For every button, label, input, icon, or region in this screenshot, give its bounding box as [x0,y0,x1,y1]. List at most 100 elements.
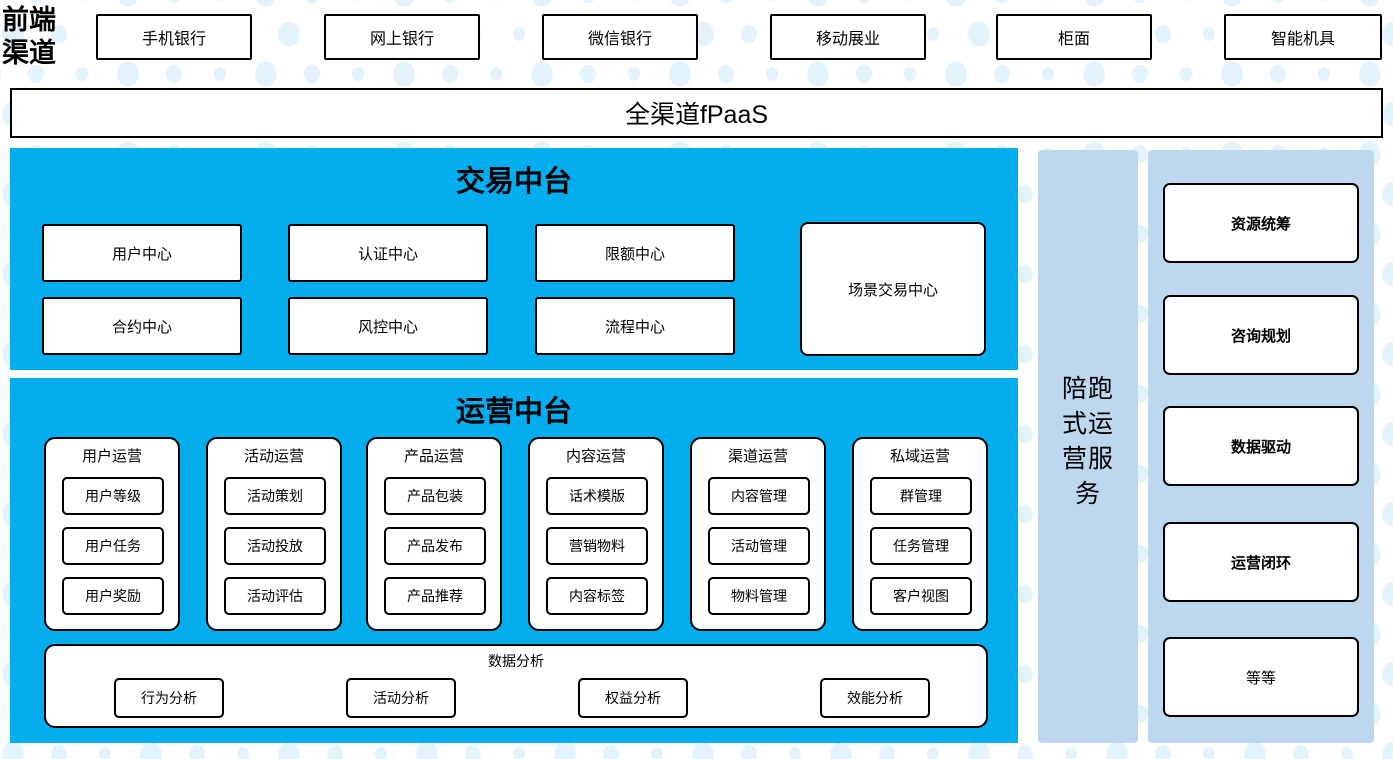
channel-box-mobile-business[interactable]: 移动展业 [770,14,926,60]
operation-item[interactable]: 内容标签 [546,577,648,615]
operation-item[interactable]: 活动管理 [708,527,810,565]
data-analysis-item[interactable]: 行为分析 [114,678,224,718]
operation-item[interactable]: 用户等级 [62,477,164,515]
operation-group-title: 私域运营 [889,448,950,465]
operation-group-title: 渠道运营 [727,448,788,465]
capability-label: 资源统筹 [1230,215,1291,233]
operation-group-title: 活动运营 [243,448,304,465]
operation-item[interactable]: 任务管理 [870,527,972,565]
operation-item-label: 物料管理 [731,588,787,604]
operation-item[interactable]: 活动投放 [224,527,326,565]
operation-item-label: 用户奖励 [85,588,141,604]
channel-label: 网上银行 [369,31,434,48]
operation-item-label: 营销物料 [569,538,625,554]
operation-item-label: 活动策划 [247,488,303,504]
channel-label: 柜面 [1057,31,1090,48]
channel-label: 移动展业 [815,31,880,48]
operation-center-title: 运营中台 [455,396,572,428]
channel-box-smart-machine[interactable]: 智能机具 [1224,14,1382,60]
operation-item[interactable]: 产品推荐 [384,577,486,615]
module-label: 流程中心 [604,318,665,336]
accompanying-service-label: 陪跑 式运 营服 务 [1038,372,1138,512]
operation-item-label: 客户视图 [893,588,949,604]
frontend-channel-label-line1: 前端 [2,5,56,35]
channel-label: 微信银行 [587,31,652,48]
data-analysis-item-label: 效能分析 [847,690,903,706]
module-label: 限额中心 [604,245,665,263]
data-analysis-card: 数据分析 行为分析 活动分析 权益分析 效能分析 [44,644,988,728]
service-label-line: 营服 [1061,445,1114,473]
operation-item[interactable]: 物料管理 [708,577,810,615]
operation-item-label: 用户任务 [85,538,141,554]
frontend-channel-label: 前端 渠道 [2,2,88,72]
module-label: 风控中心 [357,318,418,336]
operation-item[interactable]: 话术模版 [546,477,648,515]
operation-group-title: 内容运营 [565,448,626,465]
transaction-center-title: 交易中台 [455,166,572,198]
channel-box-online-bank[interactable]: 网上银行 [324,14,480,60]
transaction-module-risk-center[interactable]: 风控中心 [288,297,488,355]
channel-box-mobile-bank[interactable]: 手机银行 [96,14,252,60]
operation-item-label: 产品发布 [407,538,463,554]
capability-label: 运营闭环 [1230,554,1291,572]
channel-label: 智能机具 [1270,31,1335,48]
transaction-module-limit-center[interactable]: 限额中心 [535,224,735,282]
transaction-module-contract-center[interactable]: 合约中心 [42,297,242,355]
operation-item-label: 产品推荐 [407,588,463,604]
capability-label: 等等 [1245,669,1276,687]
operation-group-activity: 活动运营 活动策划 活动投放 活动评估 [206,437,342,631]
transaction-module-process-center[interactable]: 流程中心 [535,297,735,355]
operation-item-label: 话术模版 [569,488,625,504]
data-analysis-item[interactable]: 权益分析 [578,678,688,718]
operation-item[interactable]: 产品发布 [384,527,486,565]
operation-group-user: 用户运营 用户等级 用户任务 用户奖励 [44,437,180,631]
data-analysis-item-label: 活动分析 [373,690,429,706]
omnichannel-fpaas-bar[interactable]: 全渠道fPaaS [10,88,1383,138]
capability-box-data-driven[interactable]: 数据驱动 [1163,406,1359,486]
data-analysis-item[interactable]: 效能分析 [820,678,930,718]
service-label-line: 式运 [1061,410,1114,438]
module-label: 场景交易中心 [847,281,938,299]
operation-item-label: 任务管理 [893,538,949,554]
channel-label: 手机银行 [141,31,206,48]
operation-item[interactable]: 产品包装 [384,477,486,515]
capability-box-etc[interactable]: 等等 [1163,637,1359,717]
operation-group-product: 产品运营 产品包装 产品发布 产品推荐 [366,437,502,631]
service-label-line: 陪跑 [1061,375,1114,403]
transaction-module-scene-center[interactable]: 场景交易中心 [800,222,986,356]
capability-box-consulting-planning[interactable]: 咨询规划 [1163,295,1359,375]
operation-item[interactable]: 活动评估 [224,577,326,615]
data-analysis-item-label: 权益分析 [605,690,661,706]
operation-item[interactable]: 用户奖励 [62,577,164,615]
data-analysis-item[interactable]: 活动分析 [346,678,456,718]
data-analysis-item-label: 行为分析 [141,690,197,706]
operation-item[interactable]: 营销物料 [546,527,648,565]
operation-item[interactable]: 活动策划 [224,477,326,515]
transaction-module-auth-center[interactable]: 认证中心 [288,224,488,282]
capability-label: 数据驱动 [1230,438,1291,456]
operation-group-title: 产品运营 [403,448,464,465]
operation-group-channel: 渠道运营 内容管理 活动管理 物料管理 [690,437,826,631]
operation-item[interactable]: 客户视图 [870,577,972,615]
fpaas-label: 全渠道fPaaS [624,101,769,129]
operation-item-label: 群管理 [900,488,942,504]
operation-item-label: 内容管理 [731,488,787,504]
module-label: 认证中心 [357,245,418,263]
operation-item[interactable]: 内容管理 [708,477,810,515]
transaction-module-user-center[interactable]: 用户中心 [42,224,242,282]
operation-group-content: 内容运营 话术模版 营销物料 内容标签 [528,437,664,631]
operation-item[interactable]: 用户任务 [62,527,164,565]
module-label: 用户中心 [111,245,172,263]
channel-box-counter[interactable]: 柜面 [996,14,1152,60]
capability-label: 咨询规划 [1230,327,1291,345]
data-analysis-title: 数据分析 [488,653,544,669]
module-label: 合约中心 [111,318,172,336]
capability-box-operation-closed-loop[interactable]: 运营闭环 [1163,522,1359,602]
frontend-channel-label-line2: 渠道 [2,38,56,68]
operation-item-label: 活动管理 [731,538,787,554]
operation-item-label: 用户等级 [85,488,141,504]
channel-box-wechat-bank[interactable]: 微信银行 [542,14,698,60]
capability-box-resource-coordination[interactable]: 资源统筹 [1163,183,1359,263]
service-label-line: 务 [1074,480,1101,508]
operation-item[interactable]: 群管理 [870,477,972,515]
